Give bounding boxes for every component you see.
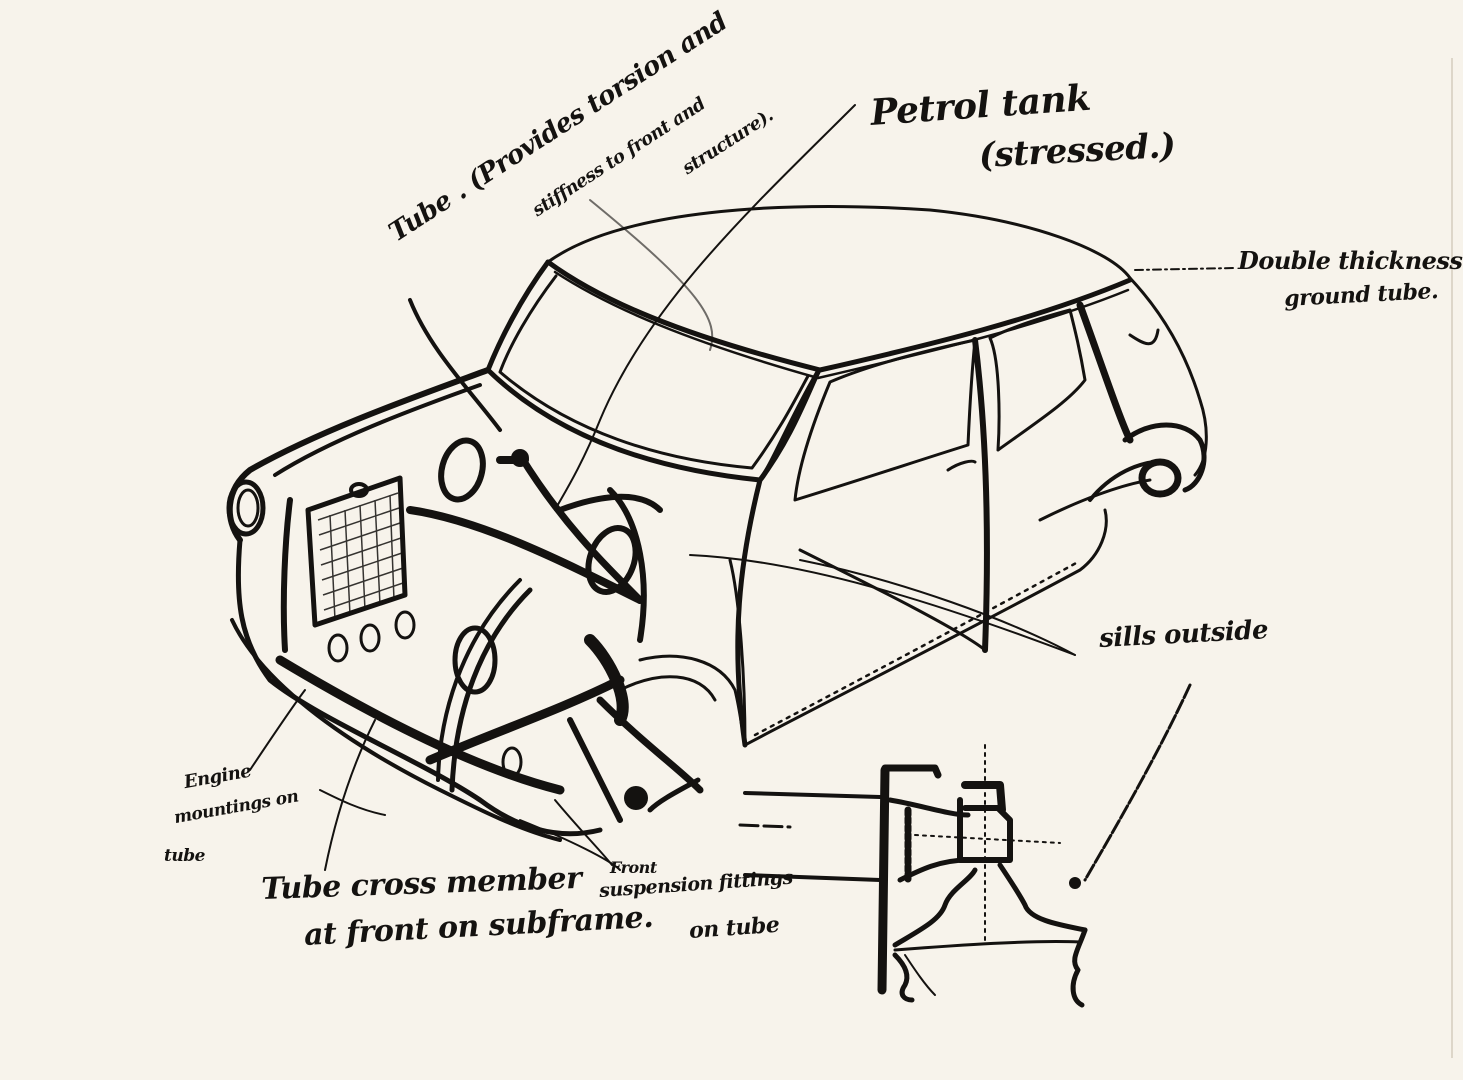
annotation-double-thickness-line1: Double thickness [1238, 246, 1463, 275]
sill-cross-section-detail [738, 744, 1088, 1008]
front-end [226, 367, 603, 842]
rear-quarter [1038, 276, 1208, 522]
roof [545, 199, 1133, 380]
side-windows [735, 301, 1134, 748]
leader-lines [249, 104, 1236, 889]
radiator [305, 475, 408, 628]
windscreen [485, 259, 821, 483]
engine-bay-tubes [275, 298, 663, 795]
annotation-front-suspension-line1: Front [610, 858, 657, 877]
front-suspension [519, 634, 747, 871]
annotation-engine-mountings-line3: tube [164, 846, 205, 866]
body-side-sill [689, 508, 1108, 747]
paper-edge [1451, 58, 1453, 1058]
